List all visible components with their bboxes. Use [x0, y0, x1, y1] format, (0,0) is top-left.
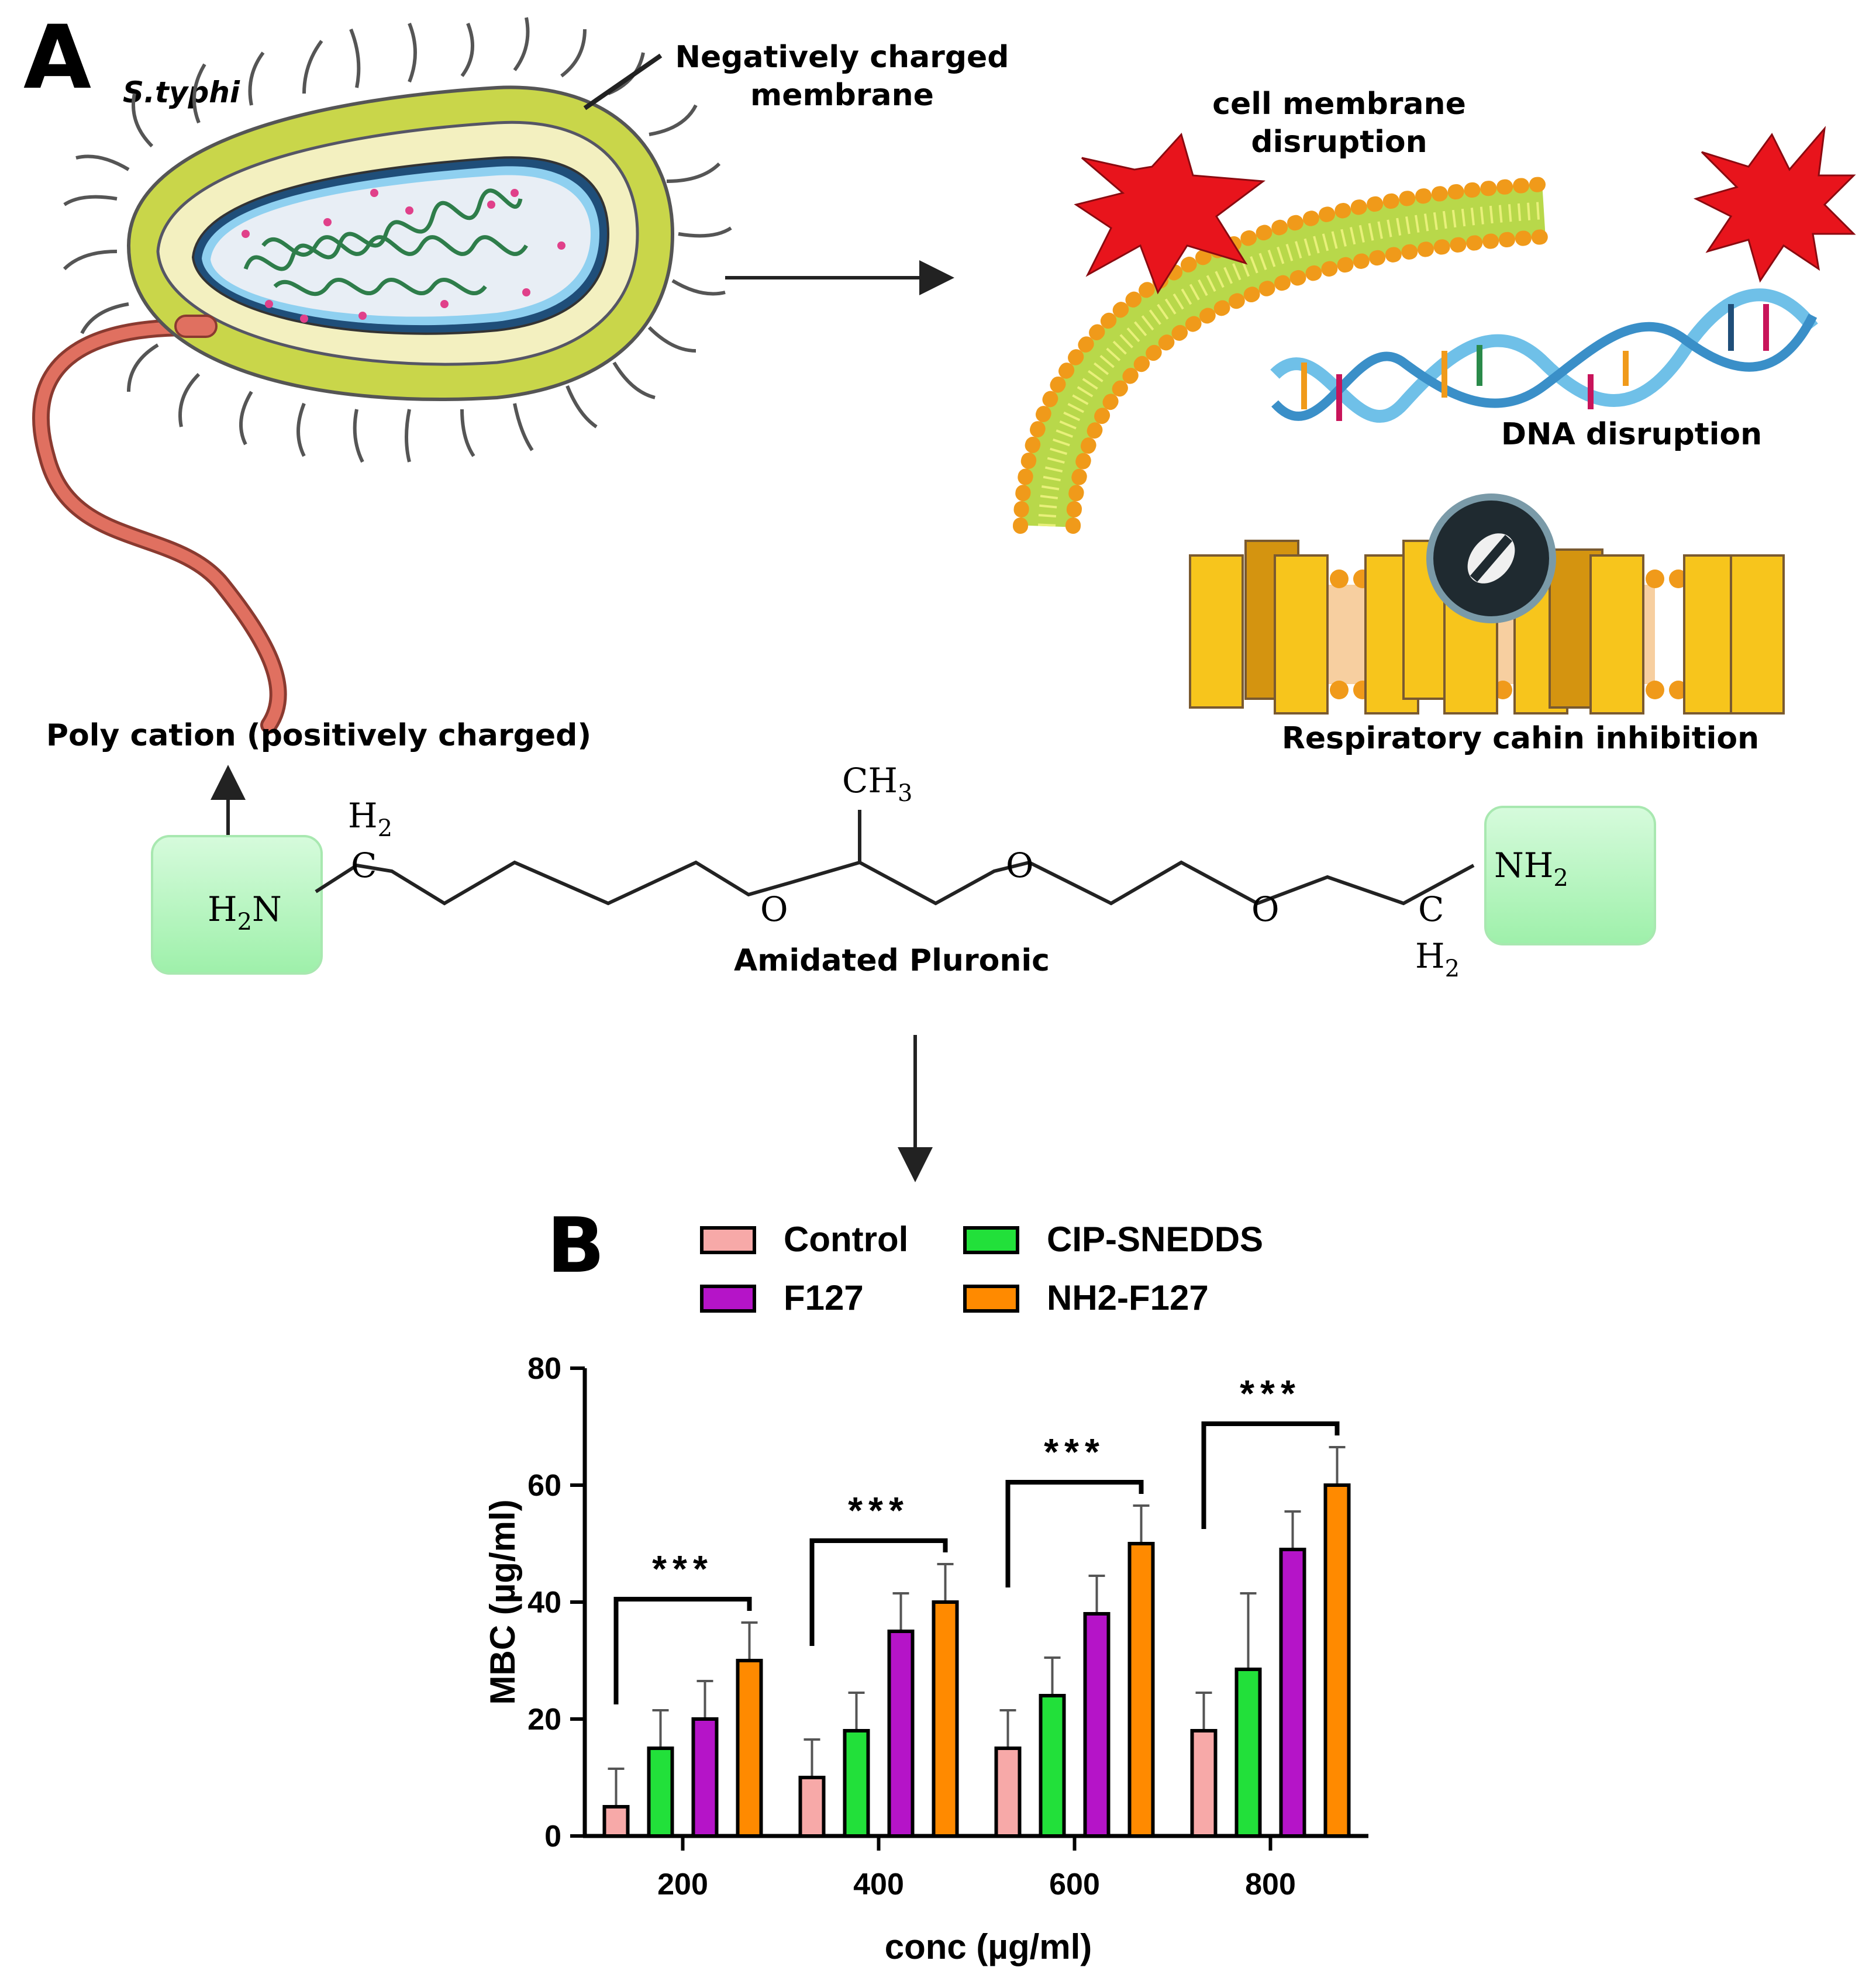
x-axis-label: conc (µg/ml): [885, 1927, 1092, 1966]
legend-swatch: [963, 1285, 1019, 1313]
atom-nh2: NH2: [1494, 845, 1568, 892]
legend-label: NH2-F127: [1047, 1278, 1209, 1317]
bar-cip-snedds: [1039, 1694, 1066, 1838]
dna-disruption-star: [1693, 126, 1856, 283]
bar-control: [1190, 1729, 1218, 1838]
bar-f127: [1083, 1612, 1111, 1838]
effect-dna-label: DNA disruption: [1501, 417, 1762, 452]
legend: Control CIP-SNEDDS F127 NH2-F127: [700, 1220, 1263, 1317]
bar-nh2-f127: [1127, 1542, 1155, 1838]
organism-label: S.typhi: [123, 75, 240, 109]
y-axis-label: MBC (µg/ml): [483, 1499, 522, 1704]
legend-label: CIP-SNEDDS: [1047, 1220, 1263, 1259]
membrane-pointer-line: [583, 53, 663, 111]
bar-control: [994, 1747, 1022, 1838]
significance-bracket: [613, 1597, 752, 1704]
panel-a: A S.typhi: [23, 7, 1856, 1182]
effect-respiratory-label: Respiratory cahin inhibition: [1282, 721, 1759, 756]
significance-marker: ***: [848, 1489, 909, 1531]
atom-o2: O: [1006, 845, 1034, 885]
significance-bracket: [1005, 1480, 1144, 1587]
atom-ch3: CH3: [842, 761, 912, 807]
atom-h2-left: H2: [348, 796, 392, 842]
atom-c-left: C: [351, 845, 377, 885]
structure-label: Amidated Pluronic: [734, 943, 1050, 978]
bar-f127: [887, 1630, 915, 1838]
right-amine-box: [1484, 806, 1656, 945]
significance-marker: ***: [1240, 1372, 1301, 1414]
bacterium-illustration: [32, 17, 732, 734]
amidated-pluronic-structure: H2 C H2N O CH3 O O C H2 NH2: [151, 761, 1656, 982]
legend-label: Control: [784, 1220, 908, 1259]
atom-c-right: C: [1418, 889, 1444, 929]
panel-b-label: B: [547, 1201, 605, 1290]
x-tick-label: 800: [1245, 1868, 1296, 1901]
bar-nh2-f127: [736, 1659, 763, 1838]
y-tick-label: 60: [527, 1469, 561, 1503]
y-tick-label: 0: [544, 1820, 561, 1854]
polycation-label: Poly cation (positively charged): [46, 718, 591, 753]
membrane-label-line1: Negatively charged: [675, 40, 1009, 75]
bar-control: [798, 1776, 826, 1838]
x-tick-label: 400: [853, 1868, 904, 1901]
pili: [63, 17, 732, 463]
dna-helix-illustration: [1270, 288, 1818, 423]
atom-h2-right: H2: [1415, 936, 1460, 982]
bar-control: [602, 1805, 630, 1838]
membrane-bilayer-illustration: [1013, 177, 1551, 534]
panel-a-label: A: [23, 7, 91, 109]
bar-nh2-f127: [1323, 1483, 1351, 1838]
significance-marker: ***: [1044, 1431, 1105, 1473]
bar-cip-snedds: [843, 1729, 870, 1838]
membrane-label-line2: membrane: [750, 78, 934, 113]
nucleoid: [243, 188, 528, 296]
atom-o1: O: [760, 889, 788, 929]
y-tick-label: 80: [527, 1352, 561, 1386]
left-amine-box: [151, 835, 323, 975]
bar-cip-snedds: [647, 1747, 674, 1838]
significance-bracket: [809, 1538, 948, 1646]
y-tick-label: 40: [527, 1586, 561, 1620]
significance-bracket: [1201, 1421, 1340, 1529]
legend-swatch: [963, 1226, 1019, 1254]
flagellum: [32, 319, 287, 734]
atom-o3: O: [1251, 889, 1280, 929]
bar-nh2-f127: [932, 1600, 959, 1838]
bar-f127: [691, 1717, 719, 1838]
x-tick-label: 600: [1049, 1868, 1100, 1901]
membrane-disruption-star: [1074, 132, 1266, 295]
respiratory-chain-illustration: [1189, 493, 1785, 715]
significance-marker: ***: [652, 1548, 713, 1590]
pluronic-backbone: [315, 860, 1475, 906]
y-tick-label: 20: [527, 1703, 561, 1737]
bar-f127: [1279, 1548, 1306, 1838]
effect-membrane-line2: disruption: [1251, 125, 1427, 160]
legend-swatch: [700, 1285, 756, 1313]
legend-label: F127: [784, 1278, 864, 1317]
legend-swatch: [700, 1226, 756, 1254]
ribosomes: [242, 189, 565, 323]
x-tick-label: 200: [657, 1868, 708, 1901]
atom-h2n: H2N: [208, 889, 282, 936]
bar-cip-snedds: [1234, 1668, 1262, 1838]
panel-b: B Control CIP-SNEDDS F127 NH2-F127 0 20 40 60 8…: [483, 1201, 1368, 1966]
effect-membrane-line1: cell membrane: [1212, 87, 1466, 122]
